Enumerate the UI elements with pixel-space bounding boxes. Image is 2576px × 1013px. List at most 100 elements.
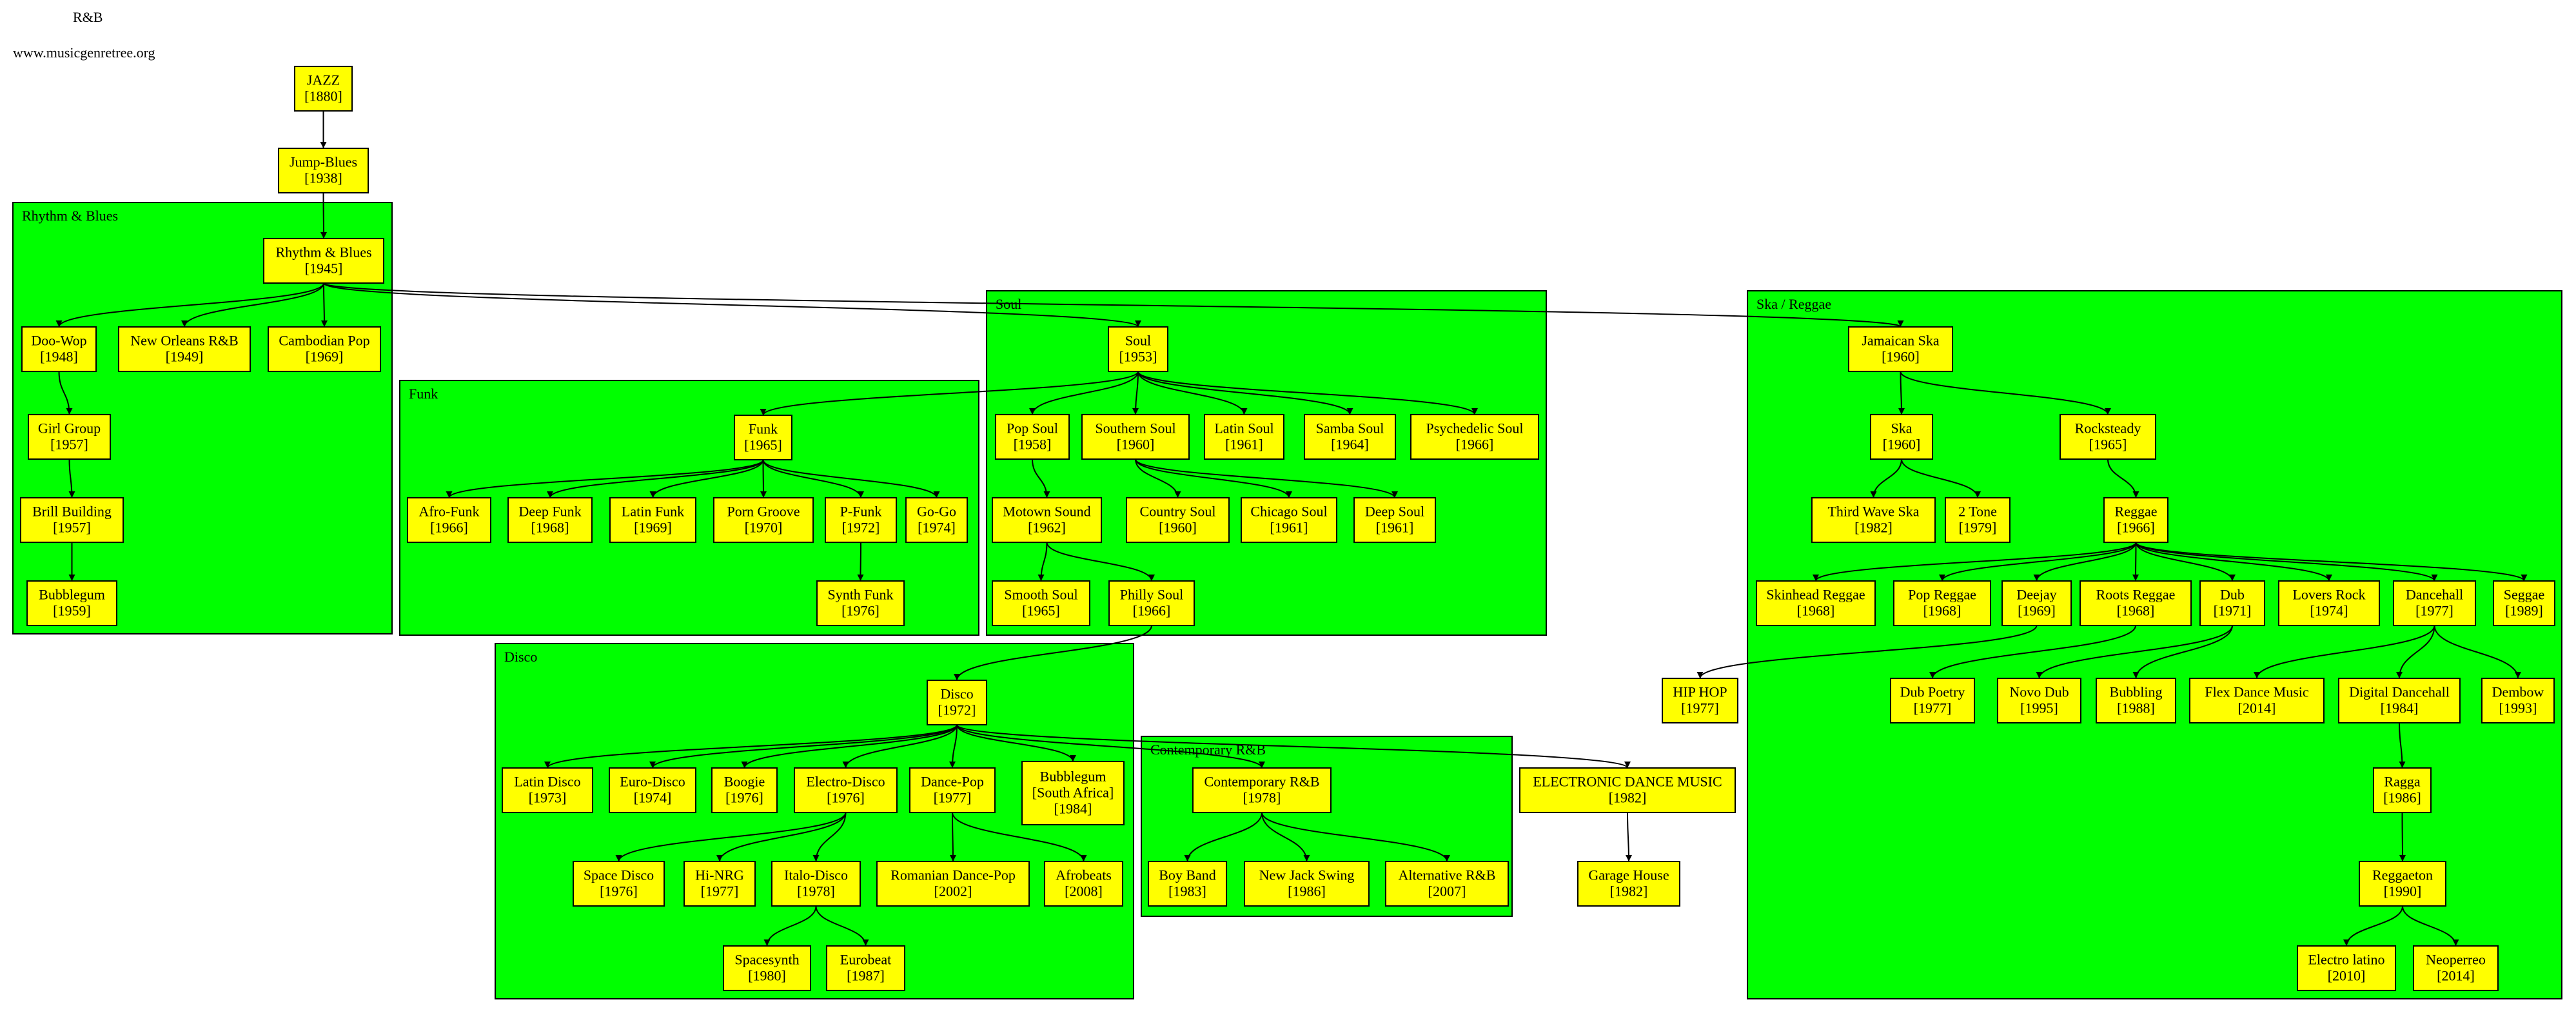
genre-node-afrobeats[interactable]: Afrobeats[2008]	[1044, 861, 1123, 907]
node-box[interactable]	[2297, 945, 2396, 991]
node-box[interactable]	[2079, 580, 2192, 626]
node-box[interactable]	[1848, 326, 1953, 372]
node-box[interactable]	[294, 66, 353, 112]
genre-node-philly-soul[interactable]: Philly Soul[1966]	[1108, 580, 1195, 626]
genre-node-bubblegum[interactable]: Bubblegum[1959]	[26, 580, 117, 626]
genre-node-novo-dub[interactable]: Novo Dub[1995]	[1997, 678, 2081, 723]
node-box[interactable]	[26, 580, 117, 626]
node-box[interactable]	[2359, 861, 2446, 907]
genre-node-ragga[interactable]: Ragga[1986]	[2373, 767, 2432, 813]
node-box[interactable]	[407, 497, 491, 543]
genre-node-go-go[interactable]: Go-Go[1974]	[905, 497, 968, 543]
genre-node-latin-funk[interactable]: Latin Funk[1969]	[609, 497, 696, 543]
genre-node-bubblegum[interactable]: Bubblegum[South Africa][1984]	[1021, 761, 1125, 825]
node-box[interactable]	[1997, 678, 2081, 723]
node-box[interactable]	[1577, 861, 1680, 907]
node-box[interactable]	[927, 680, 987, 725]
genre-node-funk[interactable]: Funk[1965]	[734, 415, 792, 460]
genre-node-electro-latino[interactable]: Electro latino[2010]	[2297, 945, 2396, 991]
genre-node-synth-funk[interactable]: Synth Funk[1976]	[816, 580, 905, 626]
genre-node-lovers-rock[interactable]: Lovers Rock[1974]	[2278, 580, 2380, 626]
node-box[interactable]	[1385, 861, 1509, 907]
genre-node-new-orleans-randb[interactable]: New Orleans R&B[1949]	[118, 326, 251, 372]
genre-node-hi-nrg[interactable]: Hi-NRG[1977]	[683, 861, 756, 907]
node-box[interactable]	[2393, 580, 2476, 626]
node-box[interactable]	[502, 767, 593, 813]
genre-node-electronic-dance-music[interactable]: ELECTRONIC DANCE MUSIC[1982]	[1519, 767, 1736, 813]
node-box[interactable]	[905, 497, 968, 543]
genre-node-jamaican-ska[interactable]: Jamaican Ska[1960]	[1848, 326, 1953, 372]
genre-node-space-disco[interactable]: Space Disco[1976]	[573, 861, 665, 907]
genre-node-pop-reggae[interactable]: Pop Reggae[1968]	[1893, 580, 1991, 626]
genre-node-cambodian-pop[interactable]: Cambodian Pop[1969]	[268, 326, 381, 372]
node-box[interactable]	[573, 861, 665, 907]
genre-node-doo-wop[interactable]: Doo-Wop[1948]	[21, 326, 97, 372]
node-box[interactable]	[1108, 326, 1168, 372]
node-box[interactable]	[1126, 497, 1230, 543]
genre-node-new-jack-swing[interactable]: New Jack Swing[1986]	[1244, 861, 1370, 907]
node-box[interactable]	[995, 414, 1070, 460]
node-box[interactable]	[909, 767, 996, 813]
genre-node-motown-sound[interactable]: Motown Sound[1962]	[992, 497, 1102, 543]
genre-node-smooth-soul[interactable]: Smooth Soul[1965]	[992, 580, 1090, 626]
node-box[interactable]	[876, 861, 1030, 907]
genre-node-dance-pop[interactable]: Dance-Pop[1977]	[909, 767, 996, 813]
genre-node-2-tone[interactable]: 2 Tone[1979]	[1945, 497, 2011, 543]
node-box[interactable]	[2278, 580, 2380, 626]
genre-node-deejay[interactable]: Deejay[1969]	[2001, 580, 2072, 626]
node-box[interactable]	[609, 497, 696, 543]
genre-node-soul[interactable]: Soul[1953]	[1108, 326, 1168, 372]
node-box[interactable]	[21, 326, 97, 372]
node-box[interactable]	[2413, 945, 2499, 991]
node-box[interactable]	[2060, 414, 2156, 460]
node-box[interactable]	[1304, 414, 1396, 460]
node-box[interactable]	[609, 767, 696, 813]
genre-node-contemporary-randb[interactable]: Contemporary R&B[1978]	[1192, 767, 1332, 813]
node-box[interactable]	[1870, 414, 1933, 460]
genre-node-afro-funk[interactable]: Afro-Funk[1966]	[407, 497, 491, 543]
node-box[interactable]	[1108, 580, 1195, 626]
node-box[interactable]	[1519, 767, 1736, 813]
genre-node-seggae[interactable]: Seggae[1989]	[2493, 580, 2555, 626]
node-box[interactable]	[507, 497, 593, 543]
node-box[interactable]	[713, 497, 814, 543]
node-box[interactable]	[2103, 497, 2168, 543]
node-box[interactable]	[825, 497, 897, 543]
genre-node-psychedelic-soul[interactable]: Psychedelic Soul[1966]	[1410, 414, 1539, 460]
node-box[interactable]	[1192, 767, 1332, 813]
node-box[interactable]	[794, 767, 898, 813]
node-box[interactable]	[1890, 678, 1975, 723]
node-box[interactable]	[683, 861, 756, 907]
genre-node-alternative-randb[interactable]: Alternative R&B[2007]	[1385, 861, 1509, 907]
genre-node-boogie[interactable]: Boogie[1976]	[711, 767, 778, 813]
genre-node-p-funk[interactable]: P-Funk[1972]	[825, 497, 897, 543]
genre-node-jazz[interactable]: JAZZ[1880]	[294, 66, 353, 112]
genre-node-disco[interactable]: Disco[1972]	[927, 680, 987, 725]
node-box[interactable]	[1662, 678, 1738, 723]
genre-node-electro-disco[interactable]: Electro-Disco[1976]	[794, 767, 898, 813]
genre-node-country-soul[interactable]: Country Soul[1960]	[1126, 497, 1230, 543]
node-box[interactable]	[1204, 414, 1284, 460]
genre-node-dub-poetry[interactable]: Dub Poetry[1977]	[1890, 678, 1975, 723]
node-box[interactable]	[2189, 678, 2325, 723]
genre-node-latin-disco[interactable]: Latin Disco[1973]	[502, 767, 593, 813]
genre-node-jump-blues[interactable]: Jump-Blues[1938]	[278, 148, 369, 193]
genre-node-deep-funk[interactable]: Deep Funk[1968]	[507, 497, 593, 543]
node-box[interactable]	[723, 945, 811, 991]
node-box[interactable]	[816, 580, 905, 626]
genre-node-neoperreo[interactable]: Neoperreo[2014]	[2413, 945, 2499, 991]
genre-node-rocksteady[interactable]: Rocksteady[1965]	[2060, 414, 2156, 460]
node-box[interactable]	[278, 148, 369, 193]
node-box[interactable]	[771, 861, 861, 907]
node-box[interactable]	[118, 326, 251, 372]
genre-node-roots-reggae[interactable]: Roots Reggae[1968]	[2079, 580, 2192, 626]
genre-node-rhythm-and-blues[interactable]: Rhythm & Blues[1945]	[263, 238, 384, 284]
node-box[interactable]	[1244, 861, 1370, 907]
genre-node-reggaeton[interactable]: Reggaeton[1990]	[2359, 861, 2446, 907]
genre-node-digital-dancehall[interactable]: Digital Dancehall[1984]	[2338, 678, 2461, 723]
genre-node-italo-disco[interactable]: Italo-Disco[1978]	[771, 861, 861, 907]
node-box[interactable]	[1081, 414, 1190, 460]
genre-node-third-wave-ska[interactable]: Third Wave Ska[1982]	[1811, 497, 1936, 543]
genre-node-garage-house[interactable]: Garage House[1982]	[1577, 861, 1680, 907]
node-box[interactable]	[2338, 678, 2461, 723]
